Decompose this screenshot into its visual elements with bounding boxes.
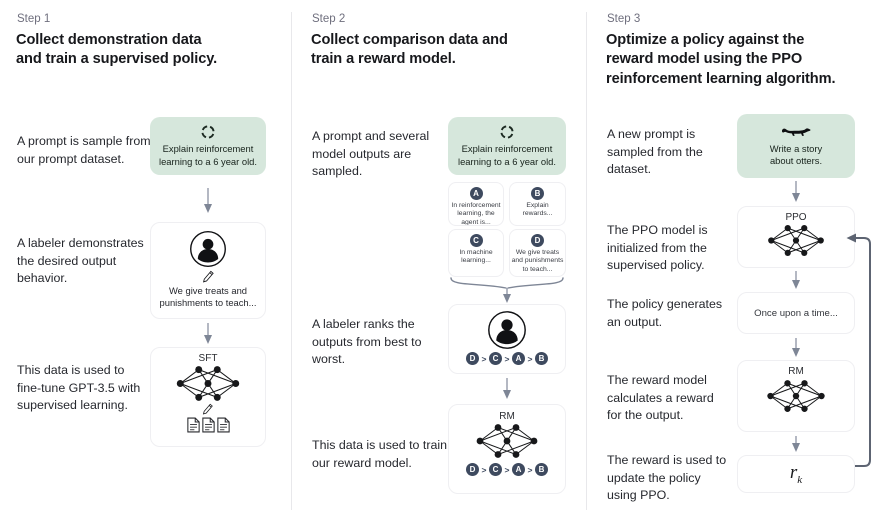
feedback-loop-arrow <box>842 230 876 472</box>
labeler-icon <box>487 310 527 350</box>
step1-sft-card: SFT <box>150 347 266 447</box>
step3-ppo-card: PPO <box>737 206 855 268</box>
output-text: Explain rewards... <box>522 202 553 218</box>
flow-arrow-down <box>790 338 802 358</box>
ranking-row: D > C > A > B <box>466 352 548 365</box>
rank-badge: D <box>466 352 480 365</box>
step3-caption-ppo: The PPO model is initialized from the su… <box>607 223 708 273</box>
step3-prompt-box: Write a story about otters. <box>737 114 855 178</box>
rank-badge: D <box>466 463 480 476</box>
ranking-row: D > C > A > B <box>466 463 548 476</box>
step3-label: Step 3 <box>607 13 641 25</box>
rank-badge: B <box>534 352 548 365</box>
reward-formula: rk <box>790 462 802 486</box>
step3-prompt-text: Write a story about otters. <box>769 142 823 166</box>
ppo-label: PPO <box>785 212 807 223</box>
flow-arrow-down <box>790 436 802 453</box>
step3-title: Optimize a policy against the reward mod… <box>606 32 836 87</box>
step3-caption-update: The reward is used to update the policy … <box>607 453 727 503</box>
output-text: In reinforcement learning, the agent is.… <box>451 202 501 226</box>
column-divider <box>291 12 292 510</box>
converge-brace-arrow <box>448 276 566 304</box>
documents-icon <box>186 417 230 433</box>
output-badge: C <box>469 234 483 247</box>
step3-caption-reward: The reward model calculates a reward for… <box>607 373 714 423</box>
step3-caption-prompt: A new prompt is sampled from the dataset… <box>607 127 703 177</box>
rank-badge: B <box>534 463 548 476</box>
pencil-icon <box>202 403 214 415</box>
neural-network-icon <box>765 379 827 413</box>
flow-arrow-down <box>202 188 214 214</box>
step1-label: Step 1 <box>17 13 51 25</box>
rank-badge: C <box>489 463 503 476</box>
output-badge: A <box>469 187 483 200</box>
reward-subscript: k <box>797 473 803 486</box>
step2-label: Step 2 <box>312 13 346 25</box>
step1-labeler-card: We give treats and punishments to teach.… <box>150 222 266 319</box>
step3-reward-card: rk <box>737 455 855 493</box>
step1-caption-datause: This data is used to fine-tune GPT-3.5 w… <box>17 363 141 413</box>
rank-badge: A <box>511 463 525 476</box>
rank-badge: C <box>489 352 503 365</box>
output-text: In machine learning... <box>459 249 493 265</box>
rank-separator: > <box>527 353 533 364</box>
rm-label: RM <box>788 366 804 377</box>
step2-rm-card: RM D > C > A > B <box>448 404 566 494</box>
step2-output-grid: A In reinforcement learning, the agent i… <box>448 182 566 277</box>
step2-prompt-box: Explain reinforcement learning to a 6 ye… <box>448 117 566 175</box>
step1-prompt-box: Explain reinforcement learning to a 6 ye… <box>150 117 266 175</box>
neural-network-icon <box>766 224 826 257</box>
rank-separator: > <box>527 464 533 475</box>
step2-prompt-text: Explain reinforcement learning to a 6 ye… <box>458 143 556 167</box>
flow-arrow-down <box>501 378 513 400</box>
step1-labeler-note: We give treats and punishments to teach.… <box>159 285 257 309</box>
output-badge: D <box>531 234 544 247</box>
rank-separator: > <box>481 464 487 475</box>
step3-output-card: Once upon a time... <box>737 292 855 334</box>
step2-labeler-card: D > C > A > B <box>448 304 566 374</box>
neural-network-icon <box>175 365 241 402</box>
cycle-icon <box>499 124 515 140</box>
step1-prompt-text: Explain reinforcement learning to a 6 ye… <box>159 143 257 167</box>
otter-icon <box>781 125 811 140</box>
step3-rm-card: RM <box>737 360 855 432</box>
rank-separator: > <box>504 353 510 364</box>
output-card-d: D We give treats and punishments to teac… <box>509 229 566 277</box>
cycle-icon <box>200 124 216 140</box>
reward-symbol: r <box>789 462 798 484</box>
step2-title: Collect comparison data and train a rewa… <box>311 32 508 68</box>
neural-network-icon <box>475 423 539 459</box>
step2-caption-datause: This data is used to train our reward mo… <box>312 438 447 470</box>
labeler-icon <box>189 230 227 268</box>
sft-label: SFT <box>198 353 218 364</box>
output-card-c: C In machine learning... <box>448 229 504 277</box>
output-card-b: B Explain rewards... <box>509 182 566 226</box>
step1-caption-prompt: A prompt is sample from our prompt datas… <box>17 134 151 166</box>
rank-separator: > <box>504 464 510 475</box>
step1-caption-labeler: A labeler demonstrates the desired outpu… <box>17 236 144 286</box>
output-card-a: A In reinforcement learning, the agent i… <box>448 182 504 226</box>
column-divider <box>586 12 587 510</box>
output-badge: B <box>531 187 544 200</box>
flow-arrow-down <box>790 271 802 290</box>
rank-badge: A <box>511 352 525 365</box>
output-text: We give treats and punishments to teach.… <box>511 249 564 273</box>
step1-title: Collect demonstration data and train a s… <box>16 32 218 68</box>
rm-label: RM <box>499 411 515 422</box>
policy-output-text: Once upon a time... <box>754 307 838 319</box>
step2-caption-labeler: A labeler ranks the outputs from best to… <box>312 317 422 367</box>
flow-arrow-down <box>790 181 802 203</box>
rank-separator: > <box>481 353 487 364</box>
step3-caption-output: The policy generates an output. <box>607 297 723 329</box>
flow-arrow-down <box>202 323 214 345</box>
pencil-icon <box>202 270 215 283</box>
step2-caption-prompt: A prompt and several model outputs are s… <box>312 129 430 179</box>
